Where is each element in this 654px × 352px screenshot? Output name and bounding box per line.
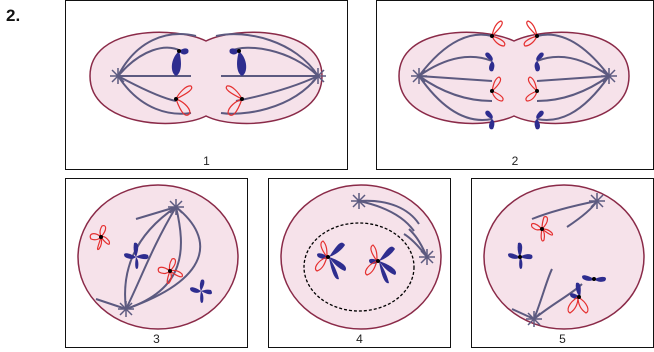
cell-diagram-3 xyxy=(77,184,239,330)
panel-label-3: 3 xyxy=(153,332,160,346)
cell-diagram-4 xyxy=(280,184,442,330)
cell-membrane xyxy=(483,184,645,330)
cell-membrane xyxy=(280,184,442,330)
cell-membrane xyxy=(77,184,239,330)
panel-label-2: 2 xyxy=(511,154,519,168)
panel-2: 2 xyxy=(376,0,654,170)
panel-3: 3 xyxy=(65,178,248,348)
centrosome-left xyxy=(110,68,126,84)
panel-label-4: 4 xyxy=(356,332,363,346)
panel-1: 1 xyxy=(65,0,348,170)
centrosome-right xyxy=(310,68,326,84)
cell-diagram-1 xyxy=(89,31,326,125)
nuclear-envelope xyxy=(303,222,415,312)
panel-label-1: 1 xyxy=(203,154,210,168)
cell-diagram-2 xyxy=(398,20,630,130)
panel-label-5: 5 xyxy=(559,332,566,346)
panel-4: 4 xyxy=(268,178,451,348)
cell-membrane xyxy=(398,31,630,125)
question-number: 2. xyxy=(6,6,21,25)
chromosome-blue xyxy=(171,48,247,76)
cell-diagram-5 xyxy=(483,184,645,330)
panel-5: 5 xyxy=(471,178,654,348)
cell-membrane xyxy=(89,31,323,125)
